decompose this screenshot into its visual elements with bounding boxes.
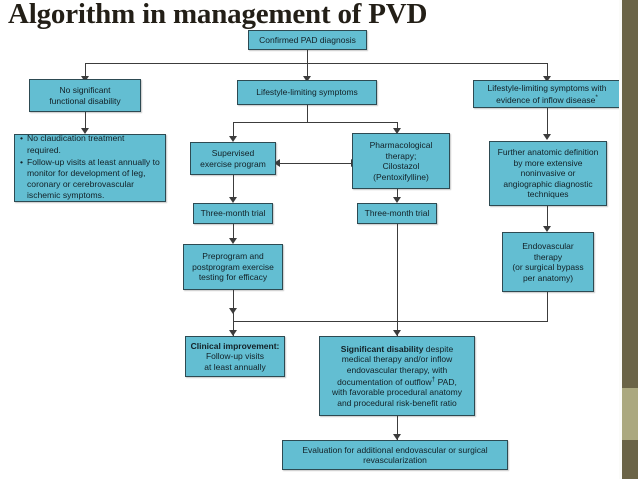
- connector-anatomic-to-endo: [547, 206, 548, 230]
- connector-endo-down: [547, 292, 548, 322]
- node-three-month-trial-left-label: Three-month trial: [200, 208, 266, 219]
- arrow-mid-clinical: [229, 308, 237, 314]
- footnote-asterisk-marker: *: [595, 94, 598, 102]
- arrow-to-endovascular: [543, 226, 551, 232]
- connector-top-left-drop: [85, 63, 86, 78]
- bullet-item-2: Follow-up visits at least annually to mo…: [20, 157, 160, 202]
- connector-mid-bus: [233, 122, 397, 123]
- significant-disability-line3: endovascular therapy, with: [346, 364, 448, 375]
- arrow-to-bullets: [81, 128, 89, 134]
- connector-disability-to-evaluation: [397, 416, 398, 440]
- connector-top-bus: [85, 63, 547, 64]
- significant-disability-line1-rest: despite: [423, 343, 454, 354]
- clinical-improvement-heading: Clinical improvement:: [190, 340, 280, 351]
- connector-top-mid-drop: [307, 63, 308, 78]
- node-significant-disability[interactable]: Significant disability despite medical t…: [319, 336, 475, 416]
- node-three-month-trial-left[interactable]: Three-month trial: [193, 203, 273, 224]
- node-bullets-content: No claudication treatment required. Foll…: [20, 133, 160, 202]
- node-evaluation-additional-revascularization[interactable]: Evaluation for additional endovascular o…: [282, 440, 508, 470]
- significant-disability-line4b: PAD,: [435, 376, 457, 387]
- node-no-claudication-bullets[interactable]: No claudication treatment required. Foll…: [14, 133, 166, 202]
- node-confirmed-pad-label: Confirmed PAD diagnosis: [259, 34, 356, 45]
- node-lifestyle-inflow-line1: Lifestyle-limiting symptoms with: [487, 82, 607, 93]
- connector-trialright-to-disability: [397, 224, 398, 336]
- arrow-into-supervised: [274, 159, 280, 167]
- right-edge-stripe: [622, 0, 638, 479]
- node-confirmed-pad-diagnosis[interactable]: Confirmed PAD diagnosis: [248, 30, 367, 50]
- bullet-item-1: No claudication treatment required.: [20, 133, 160, 155]
- arrow-to-significant-disability: [393, 330, 401, 336]
- significant-disability-line2: medical therapy and/or inflow: [341, 354, 453, 365]
- connector-top-right-drop: [547, 63, 548, 78]
- arrow-to-three-month-trial-right: [393, 197, 401, 203]
- arrow-to-clinical-improvement: [229, 330, 237, 336]
- arrow-to-lifestyle: [303, 76, 311, 82]
- connector-to-pharma: [397, 122, 398, 130]
- significant-disability-line5: with favorable procedural anatomy: [332, 387, 462, 398]
- node-lifestyle-inflow-label: Lifestyle-limiting symptoms with evidenc…: [477, 83, 617, 106]
- arrow-to-further-anatomic: [543, 134, 551, 140]
- right-edge-thin-line: [619, 0, 622, 479]
- arrow-to-three-month-trial-left: [229, 197, 237, 203]
- node-three-month-trial-right[interactable]: Three-month trial: [357, 203, 437, 224]
- node-lifestyle-inflow-line2: evidence of inflow disease: [496, 94, 596, 105]
- connector-inflow-to-anatomic: [547, 108, 548, 138]
- connector-supervised-to-trial: [233, 175, 234, 201]
- connector-confirmed-stem: [307, 50, 308, 63]
- connector-endo-left-bus: [233, 321, 548, 322]
- node-significant-disability-label: Significant disability despite medical t…: [323, 344, 471, 409]
- right-edge-stripe-highlight: [622, 388, 638, 440]
- significant-disability-line4a: documentation of outflow: [337, 376, 432, 387]
- connector-nosig-to-bullets: [85, 112, 86, 132]
- node-three-month-trial-right-label: Three-month trial: [364, 208, 430, 219]
- arrow-to-lifestyle-inflow: [543, 76, 551, 82]
- node-lifestyle-limiting-inflow-disease[interactable]: Lifestyle-limiting symptoms with evidenc…: [473, 80, 621, 108]
- footnote-dagger-marker: †: [431, 376, 436, 384]
- node-evaluation-label: Evaluation for additional endovascular o…: [302, 444, 488, 466]
- connector-trial-to-preprogram: [233, 224, 234, 242]
- arrow-to-evaluation: [393, 434, 401, 440]
- significant-disability-heading: Significant disability: [340, 343, 424, 354]
- node-lifestyle-limiting-label: Lifestyle-limiting symptoms: [256, 87, 358, 98]
- arrow-to-supervised-exercise: [229, 136, 237, 142]
- arrow-to-pharmacological: [393, 128, 401, 134]
- page-title: Algorithm in management of PVD: [8, 0, 428, 30]
- connector-supervised-pharma: [276, 163, 356, 164]
- connector-pharma-to-trial: [397, 189, 398, 201]
- arrow-to-preprogram: [229, 238, 237, 244]
- connector-lifestyle-stem: [307, 105, 308, 123]
- significant-disability-line6: and procedural risk-benefit ratio: [337, 397, 457, 408]
- connector-to-supervised: [233, 122, 234, 138]
- node-lifestyle-limiting-symptoms[interactable]: Lifestyle-limiting symptoms: [237, 80, 377, 105]
